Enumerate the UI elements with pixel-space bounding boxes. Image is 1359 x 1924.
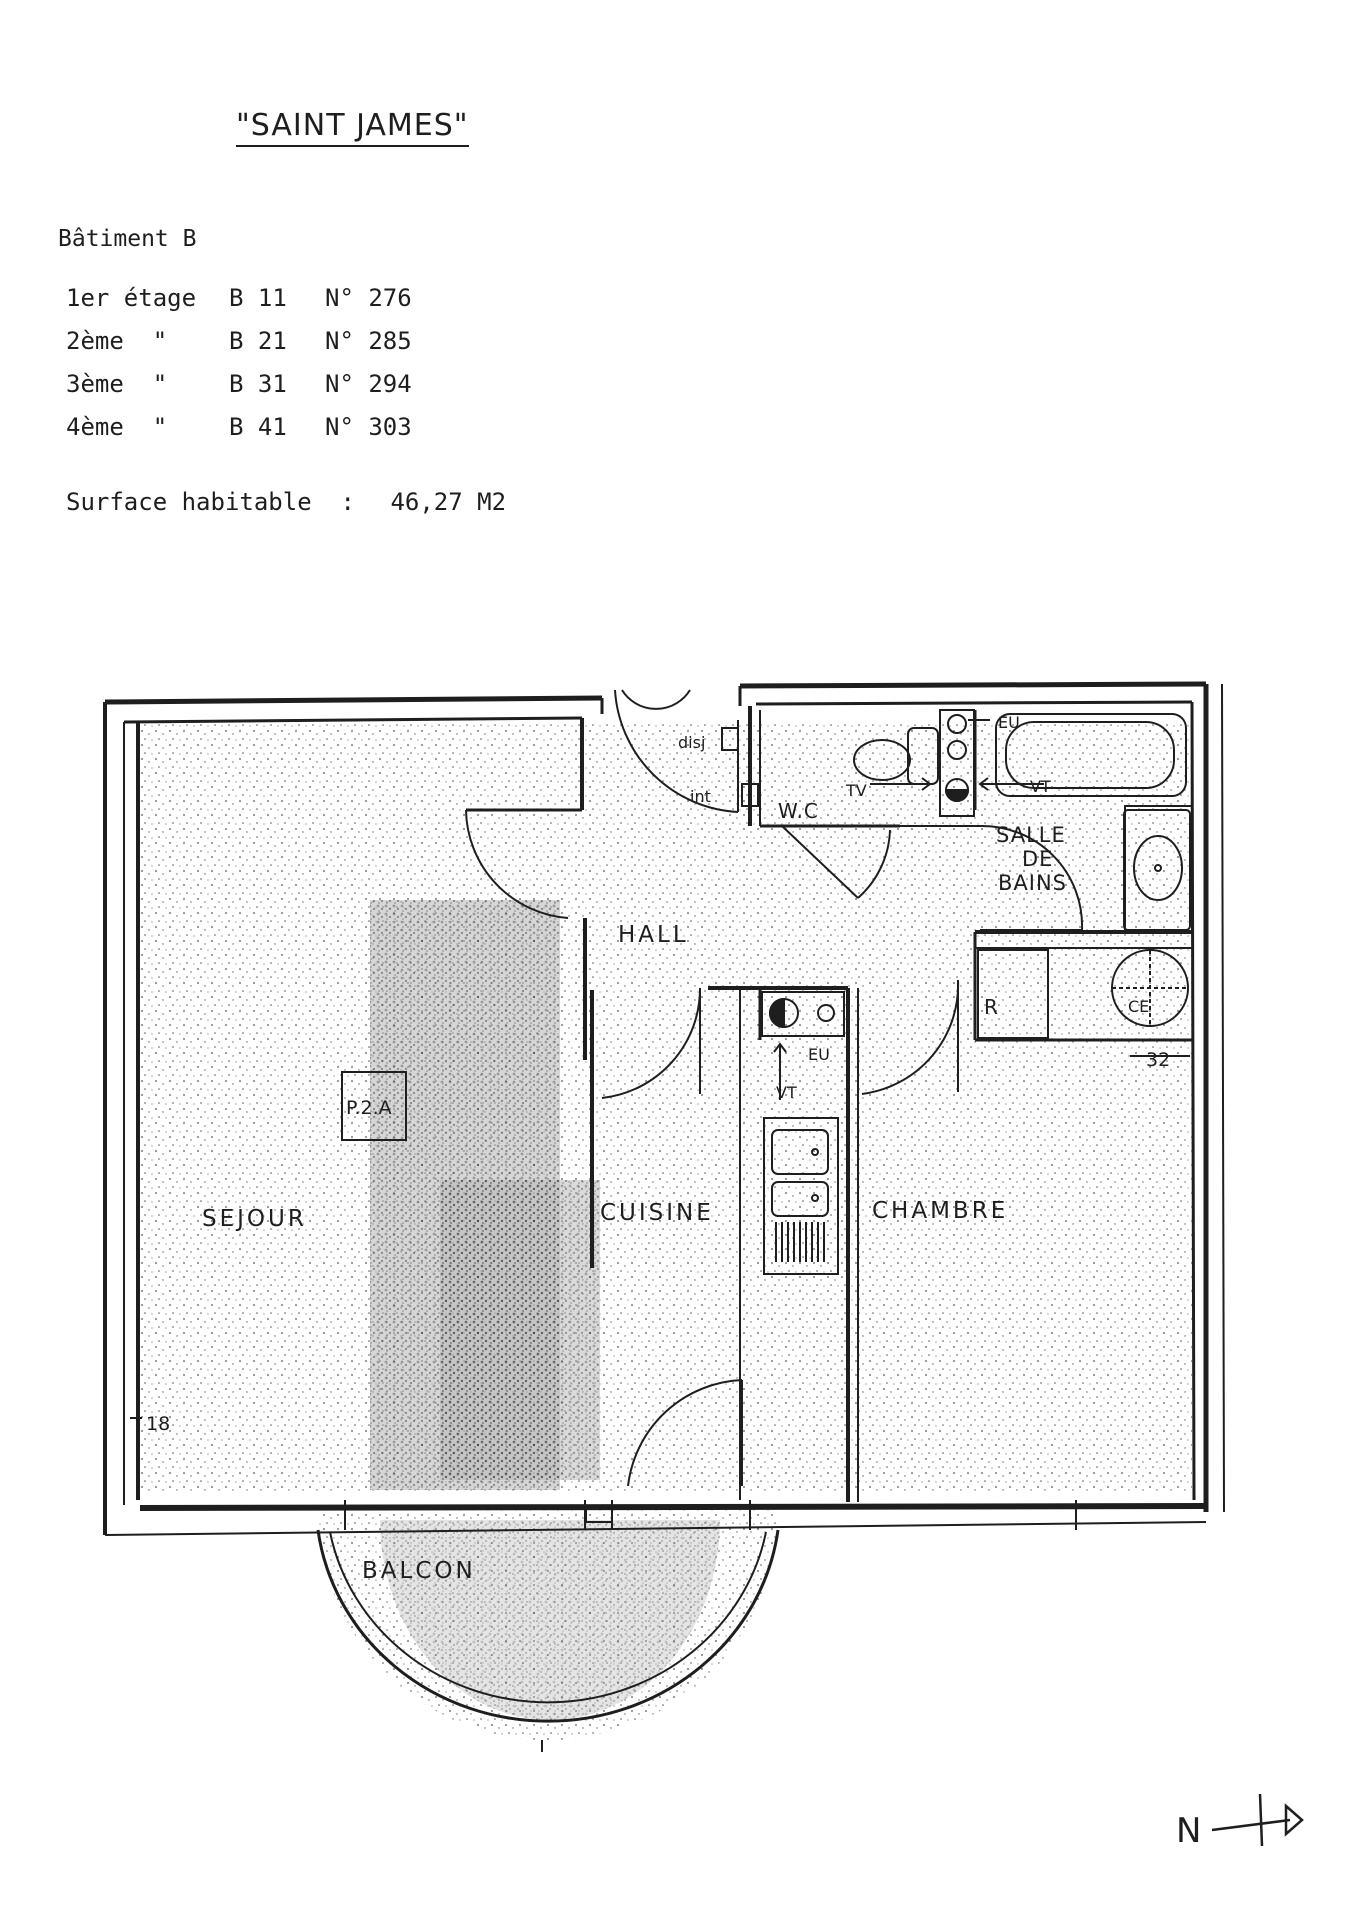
surface-value: 46,27 M2 <box>390 488 507 516</box>
dimension-32: 32 <box>1146 1049 1170 1071</box>
label-vt: VT <box>776 1083 797 1102</box>
floor-label: 1er étage <box>66 283 197 312</box>
room-label-sejour: SEJOUR <box>202 1206 307 1232</box>
floor-fill <box>138 722 1192 1740</box>
room-label-wc: W.C <box>778 799 819 823</box>
room-label-balcon: BALCON <box>362 1558 476 1584</box>
room-label-hall: HALL <box>618 922 689 948</box>
floor-number: N° 303 <box>325 412 412 441</box>
floor-row: 1er étage B 11 N° 276 <box>66 276 445 319</box>
building-name: Bâtiment B <box>58 226 197 252</box>
exterior-walls <box>103 681 1225 1536</box>
label-tv: TV <box>845 781 867 800</box>
room-label-de: DE <box>1022 847 1053 871</box>
floor-label: 2ème " <box>66 326 168 355</box>
room-label-bains: BAINS <box>998 871 1067 895</box>
label-eu-kitchen: EU <box>808 1045 830 1064</box>
floor-block: B 11 <box>229 283 287 312</box>
floor-number: N° 276 <box>325 283 412 312</box>
label-ce: CE <box>1128 997 1149 1016</box>
floor-row: 2ème " B 21 N° 285 <box>66 319 445 362</box>
building-title: "SAINT JAMES" <box>236 108 469 147</box>
label-p2a: P.2.A <box>346 1097 392 1119</box>
room-label-salle: SALLE <box>996 823 1066 847</box>
floor-number: N° 285 <box>325 326 412 355</box>
floor-list: 1er étage B 11 N° 276 2ème " B 21 N° 285… <box>66 276 445 448</box>
label-int: int <box>690 787 711 806</box>
label-eu: EU <box>998 713 1020 732</box>
floor-row: 3ème " B 31 N° 294 <box>66 362 445 405</box>
fixtures <box>130 709 1191 1419</box>
balcony <box>316 1529 780 1752</box>
surface-area: Surface habitable : 46,27 M2 <box>66 488 506 516</box>
floor-row: 4ème " B 41 N° 303 <box>66 405 445 448</box>
north-arrow-label: N <box>1176 1811 1201 1851</box>
label-r: R <box>984 995 998 1019</box>
floor-block: B 31 <box>229 369 287 398</box>
surface-label: Surface habitable : <box>66 488 355 516</box>
floor-number: N° 294 <box>325 369 412 398</box>
label-disj: disj <box>678 733 705 752</box>
windows <box>344 1500 1206 1530</box>
room-label-cuisine: CUISINE <box>600 1200 714 1226</box>
floor-label: 3ème " <box>66 369 168 398</box>
floor-block: B 21 <box>229 326 287 355</box>
north-arrow-icon <box>1211 1793 1304 1847</box>
dimension-18: 18 <box>146 1413 170 1435</box>
room-label-chambre: CHAMBRE <box>872 1198 1008 1224</box>
floor-label: 4ème " <box>66 412 168 441</box>
label-vt-bath: VT <box>1030 777 1051 796</box>
floor-block: B 41 <box>229 412 287 441</box>
